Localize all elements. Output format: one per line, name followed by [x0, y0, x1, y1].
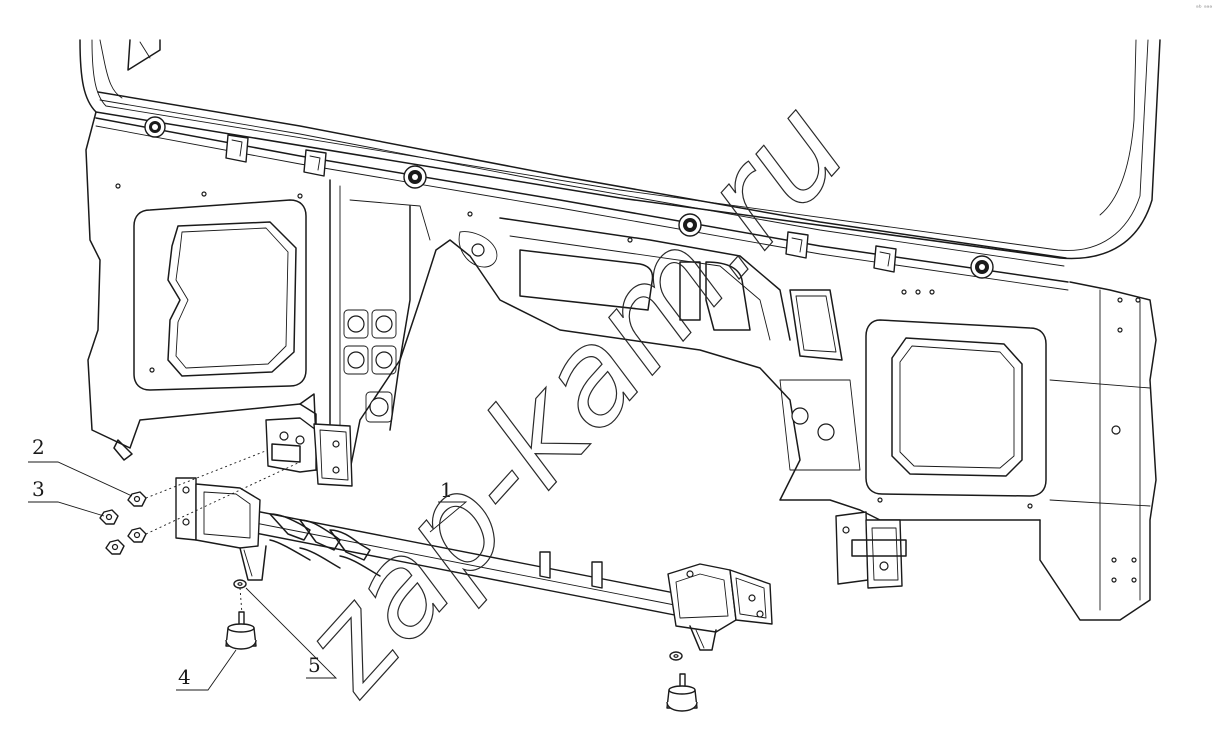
- corner-mark: ᵃᵇ ᵃᵃᵃ: [1196, 4, 1212, 12]
- nut-part-2: [127, 491, 147, 543]
- callout-2: 2: [28, 435, 133, 497]
- callout-5: 5: [245, 587, 338, 679]
- rail-clip: [303, 149, 327, 177]
- svg-text:3: 3: [32, 477, 45, 501]
- callout-1: 1: [429, 478, 468, 533]
- cab-rear-panel: [79, 39, 1161, 621]
- svg-text:4: 4: [178, 665, 191, 689]
- grommet: [144, 116, 166, 138]
- nut-part-3: [99, 509, 125, 555]
- panel-hinge-right: [835, 511, 907, 589]
- panel-hinge-left: [265, 417, 353, 487]
- washer-part-5-right: [669, 651, 683, 661]
- svg-text:2: 2: [32, 435, 45, 459]
- crossmember-subframe: [175, 477, 773, 651]
- grommet: [678, 213, 702, 237]
- rail-clip: [785, 231, 809, 259]
- washer-part-5: [233, 579, 247, 589]
- svg-text:1: 1: [440, 478, 453, 502]
- mount-dots: [115, 183, 1141, 583]
- callout-4: 4: [176, 649, 237, 691]
- callout-3: 3: [28, 477, 105, 517]
- grommet: [970, 255, 994, 279]
- rubber-mount-part-4-right: [666, 673, 698, 712]
- rail-clip: [873, 245, 897, 273]
- watermark: zap-kam.ru: [269, 72, 875, 721]
- rail-clip: [225, 134, 249, 163]
- grommet: [403, 165, 427, 189]
- rubber-mount-part-4: [225, 611, 257, 650]
